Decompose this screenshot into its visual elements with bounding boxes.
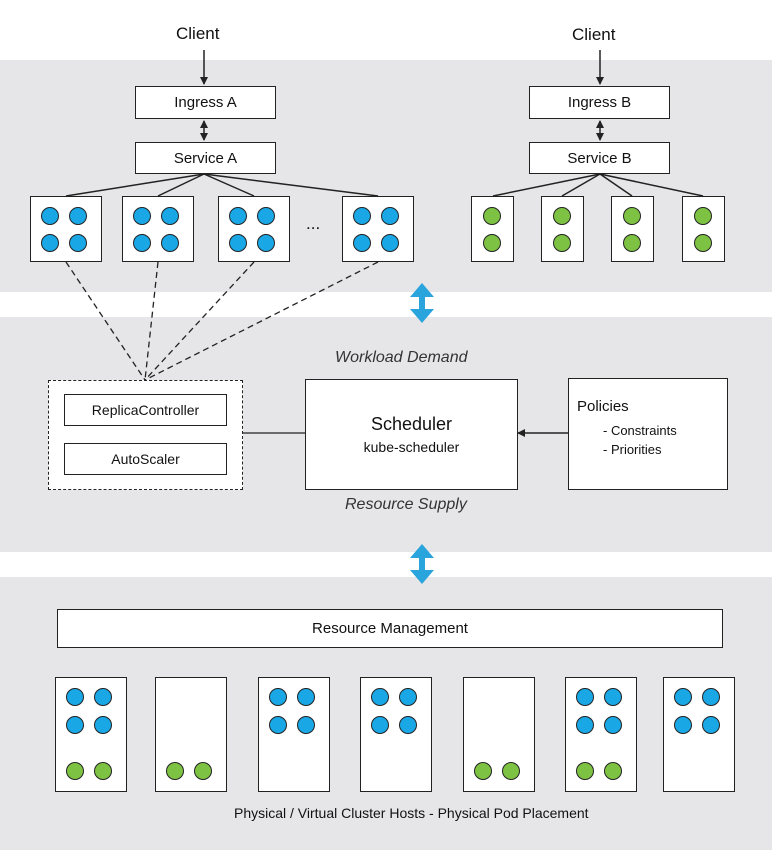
pod-green <box>483 234 501 252</box>
service-b-node <box>471 196 514 262</box>
policy-item: - Priorities <box>603 442 662 457</box>
service-b-node <box>541 196 584 262</box>
pod-green <box>604 762 622 780</box>
replica-controller-box: ReplicaController <box>64 394 227 426</box>
pod-green <box>694 234 712 252</box>
ingress-b-box: Ingress B <box>529 86 670 119</box>
pod-green <box>66 762 84 780</box>
pod-blue <box>133 207 151 225</box>
layer-arrow-upper <box>410 283 434 323</box>
cluster-host <box>360 677 432 792</box>
pod-blue <box>576 688 594 706</box>
service-a-label: Service A <box>173 149 238 167</box>
scheduler-subtitle: kube-scheduler <box>363 439 460 455</box>
policies-title: Policies <box>577 398 629 415</box>
pod-blue <box>66 688 84 706</box>
pod-blue <box>257 207 275 225</box>
pod-blue <box>161 207 179 225</box>
pod-green <box>483 207 501 225</box>
pod-blue <box>604 688 622 706</box>
pod-green <box>194 762 212 780</box>
pod-blue <box>41 207 59 225</box>
service-a-node <box>30 196 102 262</box>
pod-blue <box>41 234 59 252</box>
pod-blue <box>229 234 247 252</box>
autoscaler-label: AutoScaler <box>111 451 180 467</box>
replica-controller-label: ReplicaController <box>91 402 200 418</box>
pod-green <box>623 234 641 252</box>
resource-supply-label: Resource Supply <box>345 496 467 513</box>
scheduler-box: Scheduler kube-scheduler <box>305 379 518 490</box>
hosts-caption: Physical / Virtual Cluster Hosts - Physi… <box>234 805 589 821</box>
service-b-box: Service B <box>529 142 670 174</box>
pod-blue <box>702 716 720 734</box>
service-a-box: Service A <box>135 142 276 174</box>
client-a-label: Client <box>176 24 220 43</box>
pod-green <box>94 762 112 780</box>
pod-blue <box>269 688 287 706</box>
cluster-host <box>258 677 330 792</box>
pod-blue <box>257 234 275 252</box>
pod-blue <box>604 716 622 734</box>
pod-blue <box>353 234 371 252</box>
service-b-node <box>611 196 654 262</box>
pod-blue <box>161 234 179 252</box>
autoscaler-box: AutoScaler <box>64 443 227 475</box>
pod-blue <box>674 716 692 734</box>
service-b-node <box>682 196 725 262</box>
client-b-label: Client <box>572 25 616 44</box>
service-a-node <box>342 196 414 262</box>
service-b-label: Service B <box>567 149 632 167</box>
pod-blue <box>269 716 287 734</box>
pod-blue <box>229 207 247 225</box>
pod-blue <box>94 688 112 706</box>
resource-management-label: Resource Management <box>312 620 468 637</box>
pod-blue <box>381 207 399 225</box>
pod-blue <box>702 688 720 706</box>
policy-item: - Constraints <box>603 423 677 438</box>
pod-blue <box>69 207 87 225</box>
pod-green <box>623 207 641 225</box>
service-a-node <box>218 196 290 262</box>
resource-management-box: Resource Management <box>57 609 723 648</box>
pod-green <box>502 762 520 780</box>
pod-blue <box>353 207 371 225</box>
pod-blue <box>297 716 315 734</box>
ingress-a-box: Ingress A <box>135 86 276 119</box>
scheduler-title: Scheduler <box>370 414 453 434</box>
workload-demand-label: Workload Demand <box>335 349 468 366</box>
layer-arrow-lower <box>410 544 434 584</box>
pod-green <box>694 207 712 225</box>
pod-blue <box>69 234 87 252</box>
pod-green <box>553 234 571 252</box>
pod-blue <box>399 688 417 706</box>
pod-green <box>576 762 594 780</box>
pod-blue <box>371 716 389 734</box>
pod-green <box>553 207 571 225</box>
policies-box: Policies - Constraints - Priorities <box>568 378 728 490</box>
cluster-host <box>55 677 127 792</box>
pod-blue <box>576 716 594 734</box>
cluster-host <box>565 677 637 792</box>
pod-blue <box>381 234 399 252</box>
cluster-host <box>663 677 735 792</box>
ingress-b-label: Ingress B <box>567 94 632 111</box>
cluster-host <box>155 677 227 792</box>
ellipsis: ... <box>306 214 321 233</box>
service-a-node <box>122 196 194 262</box>
pod-blue <box>94 716 112 734</box>
pod-blue <box>133 234 151 252</box>
pod-blue <box>66 716 84 734</box>
cluster-host <box>463 677 535 792</box>
pod-green <box>474 762 492 780</box>
pod-blue <box>674 688 692 706</box>
pod-blue <box>297 688 315 706</box>
pod-blue <box>399 716 417 734</box>
ingress-a-label: Ingress A <box>174 94 237 111</box>
pod-green <box>166 762 184 780</box>
pod-blue <box>371 688 389 706</box>
